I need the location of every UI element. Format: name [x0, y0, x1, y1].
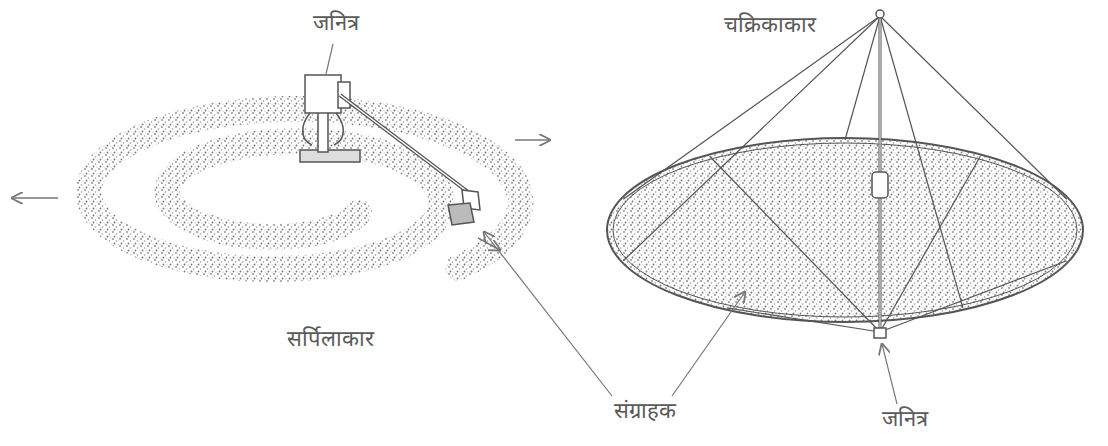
dish-spoke [845, 16, 880, 140]
part-label-wrap: सर्पिलाकार [284, 326, 377, 352]
part-label: जनित्र [879, 406, 931, 431]
rod [340, 95, 468, 192]
dish-hub [872, 172, 888, 198]
part-label-wrap: जनित्र [879, 406, 931, 432]
dish-spoke [623, 16, 880, 199]
leader-line [326, 44, 333, 74]
mast-top [876, 10, 884, 18]
collector-box [448, 190, 480, 225]
part-label: संग्राहक [611, 398, 679, 423]
leader-line [672, 292, 745, 396]
part-label: चक्रिकाकार [721, 12, 819, 37]
leader-line [882, 344, 897, 404]
dish-spokes [623, 16, 1067, 332]
arrow [515, 139, 550, 141]
dish-spoke [880, 16, 963, 308]
part-label-wrap: संग्राहक [611, 398, 679, 424]
leader-line [484, 232, 612, 396]
part-label-wrap: चक्रिकाकार [721, 12, 819, 38]
spiral-collector [89, 109, 521, 269]
dish-spoke [880, 261, 1067, 332]
generator-symbol [874, 328, 886, 338]
dish-spoke [623, 16, 880, 261]
part-label: सर्पिलाकार [284, 326, 377, 351]
dish-spoke [880, 16, 1067, 199]
generator-symbol [300, 75, 360, 162]
dish-spoke [727, 308, 880, 332]
part-label: जनित्र [310, 10, 362, 35]
dish-spoke [880, 156, 980, 332]
arrow [12, 197, 58, 199]
rod [340, 95, 468, 192]
dish-collector [607, 138, 1083, 322]
part-label-wrap: जनित्र [310, 10, 362, 36]
dish-rim [613, 143, 1077, 317]
